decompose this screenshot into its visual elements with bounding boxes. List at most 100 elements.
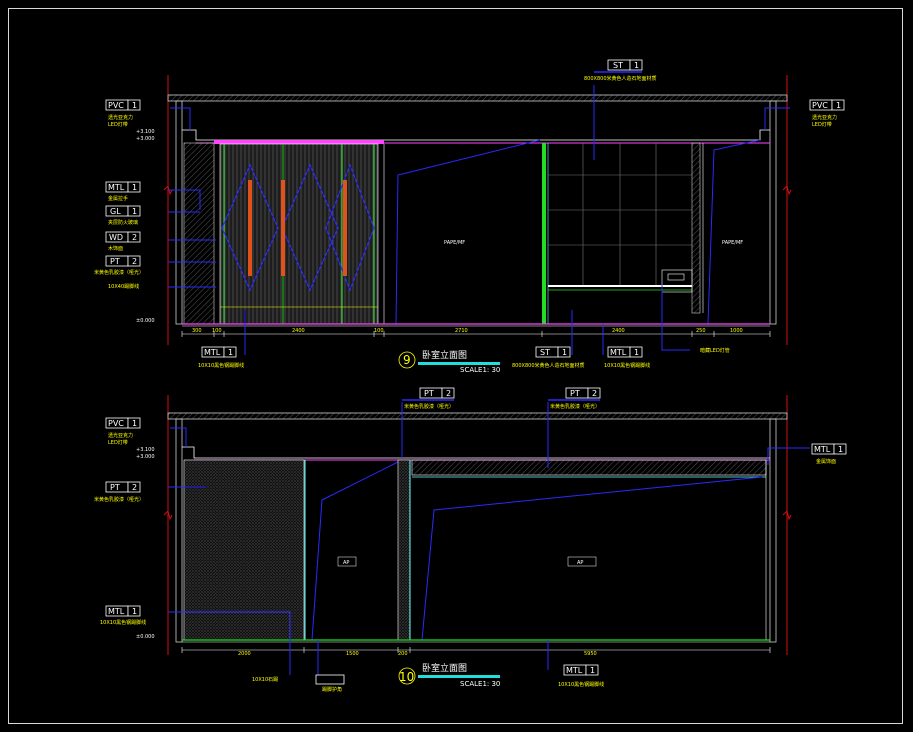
svg-text:2000: 2000 (238, 651, 251, 657)
tag-st-top: ST 1 800X800米黄色人造石地面材质 (584, 59, 657, 82)
tag-pt-top-2: PT 2 米黄色乳胶漆（哑光） (548, 387, 601, 410)
svg-text:2710: 2710 (455, 328, 468, 334)
svg-text:1: 1 (836, 101, 841, 110)
svg-text:GL: GL (110, 207, 121, 216)
note-10-2-box (315, 674, 345, 685)
level-9-floor: ±0.000 (136, 318, 155, 324)
svg-text:PVC: PVC (108, 101, 124, 110)
svg-text:1500: 1500 (346, 651, 359, 657)
svg-text:1: 1 (132, 607, 137, 616)
svg-text:卧室立面图: 卧室立面图 (422, 349, 467, 361)
svg-text:10X40踢脚线: 10X40踢脚线 (108, 283, 139, 290)
svg-text:1: 1 (228, 348, 233, 357)
svg-text:SCALE1: 30: SCALE1: 30 (460, 680, 500, 688)
svg-text:2: 2 (132, 257, 137, 266)
svg-text:米黄色乳胶漆（哑光）: 米黄色乳胶漆（哑光） (94, 496, 144, 503)
svg-text:PT: PT (570, 389, 580, 398)
tag-mtl-bottom-10: MTL 1 10X10黑色钢踢脚线 (558, 664, 604, 688)
tag-pt-top-1: PT 2 米黄色乳胶漆（哑光） (402, 387, 455, 410)
svg-text:MTL: MTL (108, 183, 125, 192)
svg-text:2: 2 (592, 389, 597, 398)
tag-pvc-left: PVC 1 透光亚克力 LED灯带 (105, 99, 141, 128)
svg-text:5950: 5950 (584, 651, 597, 657)
svg-text:PT: PT (110, 483, 120, 492)
wall-label-9a: PAPE/MF (444, 240, 465, 246)
svg-text:2: 2 (132, 483, 137, 492)
tag-pt-left: PT 2 米黄色乳胶漆（哑光） 10X40踢脚线 (94, 255, 144, 290)
svg-text:PVC: PVC (108, 419, 124, 428)
tag-mtl-left-10: MTL 1 10X10黑色钢踢脚线 (100, 605, 146, 626)
svg-text:10: 10 (399, 670, 414, 684)
svg-text:800X800米黄色人造石地面材质: 800X800米黄色人造石地面材质 (584, 75, 657, 82)
svg-text:金属饰面: 金属饰面 (816, 458, 836, 465)
title-elev-9: 9 卧室立面图 SCALE1: 30 (398, 349, 500, 374)
svg-text:1: 1 (562, 348, 567, 357)
svg-text:金属拉手: 金属拉手 (108, 195, 128, 202)
tag-pvc-10: PVC 1 透光亚克力 LED灯带 (105, 417, 141, 446)
wall-label-10b: AP (567, 556, 597, 567)
wall-label-10a: AP (337, 556, 357, 567)
svg-text:100: 100 (374, 328, 384, 334)
elevation-9 (163, 75, 792, 345)
note-led-9: 暗藏LED灯管 (700, 347, 730, 354)
svg-text:800X800米黄色人造石地面材质: 800X800米黄色人造石地面材质 (512, 362, 585, 369)
svg-text:100: 100 (212, 328, 222, 334)
svg-text:2: 2 (446, 389, 451, 398)
svg-text:MTL: MTL (814, 445, 831, 454)
svg-text:10X10黑色钢踢脚线: 10X10黑色钢踢脚线 (198, 362, 244, 369)
tag-pt-left-10: PT 2 米黄色乳胶漆（哑光） (94, 481, 144, 503)
svg-text:LED灯带: LED灯带 (108, 121, 128, 128)
svg-text:MTL: MTL (108, 607, 125, 616)
svg-text:米黄色乳胶漆（哑光）: 米黄色乳胶漆（哑光） (404, 403, 454, 410)
tag-st-bottom: ST 1 800X800米黄色人造石地面材质 (512, 346, 585, 369)
svg-text:250: 250 (696, 328, 706, 334)
level-9-1: +3.100 (136, 129, 155, 135)
note-10-2: 踢脚护角 (322, 686, 342, 693)
svg-text:10X10黑色钢踢脚线: 10X10黑色钢踢脚线 (100, 619, 146, 626)
svg-text:200: 200 (398, 651, 408, 657)
level-10-floor: ±0.000 (136, 634, 155, 640)
svg-text:MTL: MTL (610, 348, 627, 357)
tag-mtl-bottom: MTL 1 10X10黑色钢踢脚线 (198, 346, 244, 369)
tag-gl-left: GL 1 夹层防火玻璃 (105, 205, 141, 226)
svg-text:1: 1 (132, 207, 137, 216)
svg-text:SCALE1: 30: SCALE1: 30 (460, 366, 500, 374)
svg-text:ST: ST (540, 348, 550, 357)
svg-text:9: 9 (403, 353, 411, 367)
level-9-2: +3.000 (136, 136, 155, 142)
svg-text:PT: PT (424, 389, 434, 398)
svg-text:10X10黑色钢踢脚线: 10X10黑色钢踢脚线 (558, 681, 604, 688)
svg-text:WD: WD (109, 233, 123, 242)
svg-text:ST: ST (613, 61, 623, 70)
svg-text:PT: PT (110, 257, 120, 266)
elevation-10 (163, 395, 792, 655)
svg-text:1: 1 (132, 419, 137, 428)
svg-text:1: 1 (132, 183, 137, 192)
svg-text:AP: AP (343, 560, 349, 566)
svg-text:1000: 1000 (730, 328, 743, 334)
tag-wd-left: WD 2 木饰面 (105, 231, 141, 252)
level-10-1: +3.100 (136, 447, 155, 453)
tag-mtl-right-10: MTL 1 金属饰面 (811, 443, 847, 465)
svg-text:MTL: MTL (566, 666, 583, 675)
svg-text:MTL: MTL (204, 348, 221, 357)
svg-text:10X10黑色钢踢脚线: 10X10黑色钢踢脚线 (604, 362, 650, 369)
leader-lines (168, 85, 810, 675)
svg-text:2400: 2400 (292, 328, 305, 334)
svg-text:1: 1 (634, 348, 639, 357)
svg-text:夹层防火玻璃: 夹层防火玻璃 (108, 219, 138, 226)
svg-text:2400: 2400 (612, 328, 625, 334)
tag-mtl-bottom-2: MTL 1 10X10黑色钢踢脚线 (604, 346, 650, 369)
svg-text:300: 300 (192, 328, 202, 334)
svg-text:米黄色乳胶漆（哑光）: 米黄色乳胶漆（哑光） (550, 403, 600, 410)
svg-text:木饰面: 木饰面 (108, 245, 123, 252)
svg-text:2: 2 (132, 233, 137, 242)
svg-text:1: 1 (132, 101, 137, 110)
svg-text:卧室立面图: 卧室立面图 (422, 662, 467, 674)
wall-label-9b: PAPE/MF (722, 240, 743, 246)
svg-text:透光亚克力: 透光亚克力 (812, 114, 837, 121)
svg-text:1: 1 (838, 445, 843, 454)
svg-text:LED灯带: LED灯带 (812, 121, 832, 128)
dims-elev-10: 2000 1500 200 5950 (238, 651, 597, 657)
